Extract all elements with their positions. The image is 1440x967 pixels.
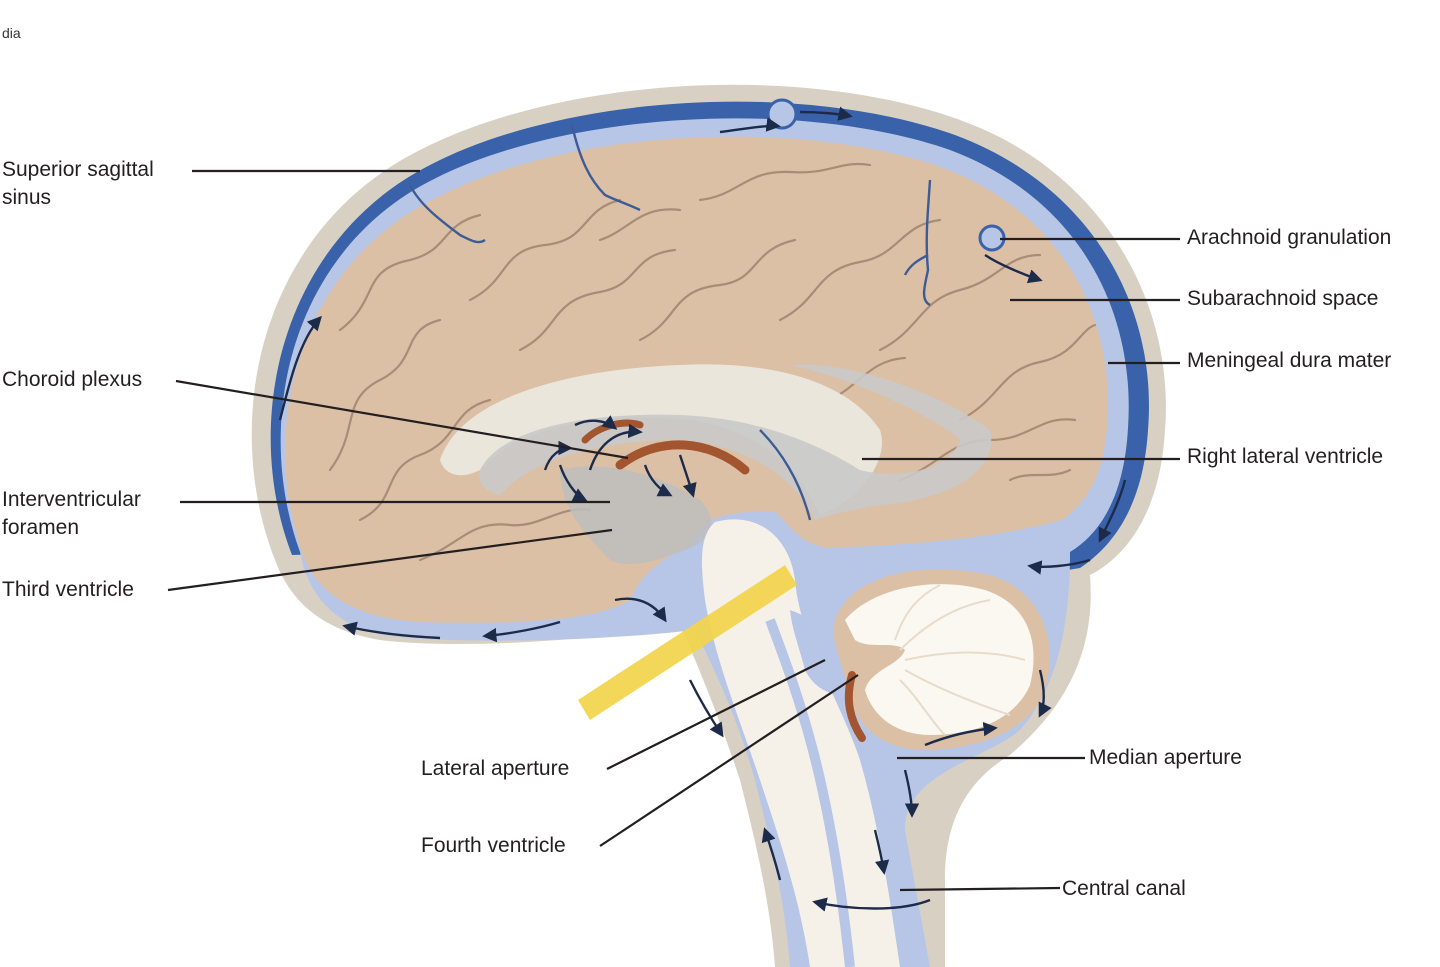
label-right-lateral-ventricle: Right lateral ventricle <box>1187 445 1383 468</box>
label-superior-sagittal-sinus-line2: sinus <box>2 186 51 209</box>
third-ventricle <box>560 466 711 565</box>
arachnoid-granulation-top <box>766 98 798 130</box>
label-superior-sagittal-sinus-line1: Superior sagittal <box>2 158 154 181</box>
brainstem <box>702 519 900 967</box>
label-interventricular-foramen-line1: Interventricular <box>2 488 141 511</box>
corpus-callosum <box>440 364 882 515</box>
lateral-ventricle <box>479 364 992 520</box>
label-interventricular-foramen-line2: foramen <box>2 516 79 539</box>
label-fourth-ventricle: Fourth ventricle <box>421 834 566 857</box>
cerebral-veins <box>408 124 932 521</box>
label-lateral-aperture: Lateral aperture <box>421 757 569 780</box>
arbor-vitae <box>845 584 1034 735</box>
label-central-canal: Central canal <box>1062 877 1186 900</box>
labels: Superior sagittal sinus Choroid plexus I… <box>2 158 1391 900</box>
label-third-ventricle: Third ventricle <box>2 578 134 601</box>
label-subarachnoid-space: Subarachnoid space <box>1187 287 1378 310</box>
choroid-plexus <box>615 440 750 475</box>
label-meningeal-dura-mater: Meningeal dura mater <box>1187 349 1391 372</box>
fourth-ventricle <box>790 610 855 694</box>
source-caption: dia <box>2 25 21 41</box>
label-arachnoid-granulation: Arachnoid granulation <box>1187 226 1391 249</box>
label-choroid-plexus: Choroid plexus <box>2 368 142 391</box>
leader-lines <box>167 169 1180 892</box>
anatomy <box>251 84 1166 967</box>
label-median-aperture: Median aperture <box>1089 746 1242 769</box>
central-canal <box>765 618 855 967</box>
csf-flow-arrows <box>278 106 1127 912</box>
yellow-bar <box>578 565 797 720</box>
